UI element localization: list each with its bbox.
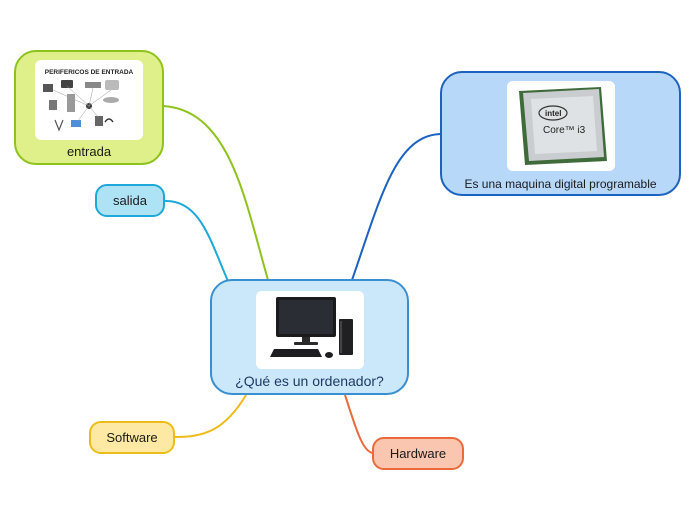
desktop-computer-icon <box>255 291 364 369</box>
processor-image: intel Core™ i3 <box>506 80 615 171</box>
input-peripherals-image: PERIFERICOS DE ENTRADA <box>35 60 143 140</box>
image-caption: PERIFERICOS DE ENTRADA <box>44 69 134 76</box>
topic-label-salida: salida <box>113 193 147 208</box>
central-topic-node[interactable]: ¿Qué es un ordenador? <box>210 279 409 395</box>
topic-node-salida[interactable]: salida <box>95 184 165 217</box>
link-software <box>174 394 247 438</box>
link-hardware <box>344 394 374 454</box>
chip-brand-text: intel <box>545 109 561 118</box>
topic-label-entrada: entrada <box>66 144 112 159</box>
topic-label-definicion: Es una maquina digital programable <box>464 176 657 191</box>
link-salida <box>164 199 229 282</box>
cpu-chip-icon: intel Core™ i3 <box>506 80 615 171</box>
topic-node-hardware[interactable]: Hardware <box>372 437 464 470</box>
topic-node-software[interactable]: Software <box>89 421 175 454</box>
computer-image <box>255 291 364 369</box>
central-topic-label: ¿Qué es un ordenador? <box>235 373 384 389</box>
chip-model-text: Core™ i3 <box>543 125 586 136</box>
topic-label-hardware: Hardware <box>389 446 447 461</box>
topic-label-software: Software <box>106 430 158 445</box>
topic-node-definicion[interactable]: intel Core™ i3 Es una maquina digital pr… <box>440 71 681 196</box>
link-definicion <box>351 133 442 281</box>
peripherals-icon <box>43 80 119 132</box>
link-entrada <box>162 105 269 281</box>
topic-node-entrada[interactable]: PERIFERICOS DE ENTRADA <box>14 50 164 165</box>
